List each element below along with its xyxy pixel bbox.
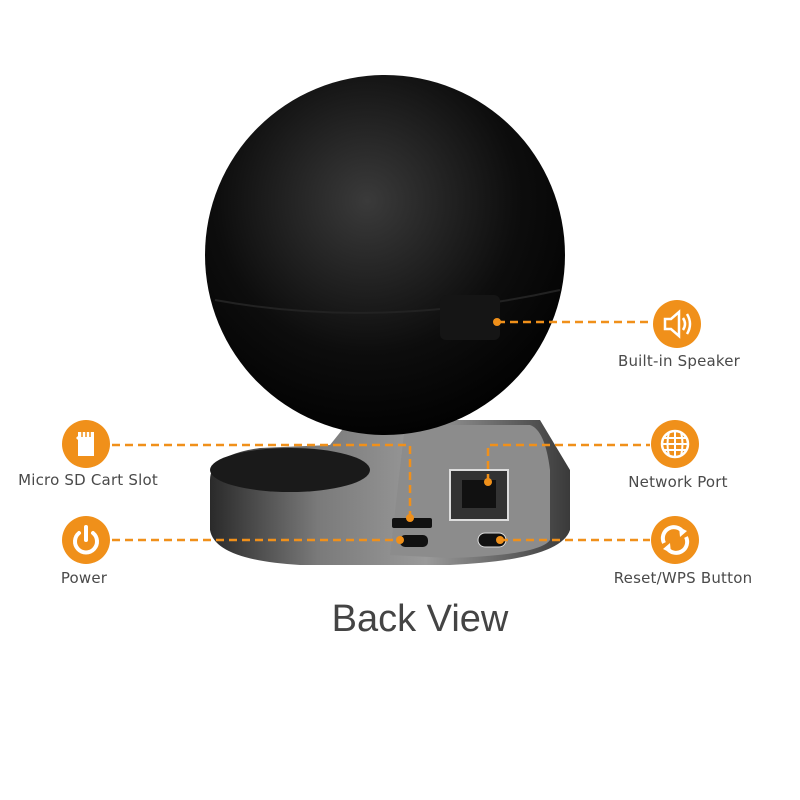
camera-head: [205, 75, 565, 435]
leader-lines: [112, 320, 652, 542]
callout-label-power: Power: [60, 569, 108, 587]
callout-label-reset: Reset/WPS Button: [613, 569, 753, 587]
speaker-icon: [653, 300, 701, 348]
power-port: [400, 535, 428, 547]
callout-label-sd: Micro SD Cart Slot: [18, 471, 158, 489]
camera-base: [210, 420, 570, 565]
speaker-grille: [440, 295, 500, 340]
page-title: Back View: [331, 598, 509, 640]
callout-label-network: Network Port: [628, 473, 728, 491]
refresh-icon: [651, 516, 699, 564]
power-icon: [62, 516, 110, 564]
globe-icon: [651, 420, 699, 468]
sd-card-icon: [62, 420, 110, 468]
callout-label-speaker: Built-in Speaker: [617, 352, 741, 370]
sd-slot: [392, 518, 432, 528]
